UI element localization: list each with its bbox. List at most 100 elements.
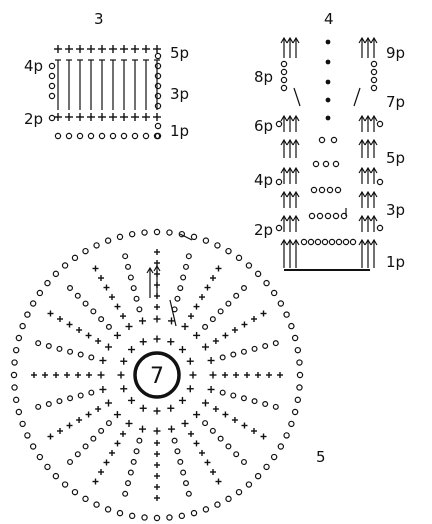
pole-arrow-head — [292, 190, 300, 198]
chain-stitch — [154, 82, 162, 90]
chain-stitch — [275, 120, 283, 128]
chain-stitch — [44, 279, 51, 287]
chain-stitch — [202, 420, 209, 427]
chain-stitch — [48, 72, 56, 80]
chain-stitch — [48, 62, 56, 70]
chain-stitch — [202, 323, 209, 330]
pole-arrow — [286, 214, 294, 232]
pole-arrow-head — [370, 214, 378, 222]
single-crochet — [154, 484, 160, 490]
double-crochet — [99, 59, 105, 110]
single-crochet — [66, 321, 73, 328]
chain-stitch — [190, 233, 198, 241]
chain-stitch — [48, 82, 56, 90]
chain-stitch — [154, 102, 162, 110]
single-crochet — [139, 317, 147, 325]
pole-arrow — [292, 190, 300, 208]
chain-stitch — [214, 501, 221, 508]
single-crochet — [92, 478, 99, 485]
single-crochet — [53, 372, 59, 378]
chain-stitch — [174, 295, 181, 302]
single-crochet — [154, 451, 160, 457]
pole-arrow-head — [358, 238, 366, 246]
chain-stitch — [230, 392, 237, 399]
single-crochet — [241, 422, 248, 429]
single-crochet — [153, 407, 161, 415]
single-crochet — [210, 468, 216, 475]
chain-stitch — [233, 451, 240, 458]
single-crochet — [131, 45, 139, 53]
chain-stitch — [291, 334, 299, 342]
chain-stitch — [294, 346, 302, 354]
chain-stitch — [130, 285, 137, 292]
figure-3-label-2p: 2р — [24, 110, 43, 128]
single-crochet — [64, 372, 70, 378]
chain-stitch — [225, 443, 232, 450]
chain-stitch — [225, 300, 232, 307]
chain-stitch — [128, 230, 136, 238]
chain-stitch — [209, 427, 216, 434]
single-crochet — [186, 385, 194, 393]
chain-stitch — [154, 62, 162, 70]
figure-5-number: 5 — [316, 448, 326, 466]
chain-stitch — [35, 403, 42, 410]
chain-stitch — [275, 224, 283, 232]
chain-stitch — [45, 343, 52, 350]
single-crochet — [250, 428, 257, 434]
double-crochet — [66, 59, 72, 110]
double-crochet — [121, 59, 127, 110]
single-crochet — [31, 372, 37, 378]
chain-stitch — [71, 254, 79, 262]
pole-arrow-head — [364, 214, 372, 222]
chain-stitch — [154, 122, 162, 130]
single-crochet — [193, 440, 200, 447]
single-crochet — [76, 113, 84, 121]
chain-stitch — [275, 178, 283, 186]
single-crochet — [222, 332, 229, 339]
chain-stitch — [263, 463, 270, 471]
chain-stitch — [177, 285, 184, 292]
pole-arrow — [364, 138, 372, 158]
figure-4-label-6p: 6р — [254, 117, 273, 135]
single-crochet — [167, 425, 175, 433]
chain-stitch — [277, 300, 285, 307]
chain-stitch — [219, 389, 226, 396]
pole-arrow-head — [358, 138, 366, 146]
chain-stitch — [334, 186, 342, 194]
chain-stitch — [109, 132, 117, 140]
chain-stitch — [283, 311, 290, 318]
pole-arrow — [292, 36, 300, 58]
single-crochet — [139, 404, 147, 412]
chain-stitch — [308, 212, 316, 220]
chain-stitch — [171, 437, 178, 444]
single-crochet — [154, 495, 160, 501]
chain-stitch — [270, 453, 278, 461]
chain-stitch — [296, 371, 304, 379]
pole-arrow — [370, 190, 378, 208]
pole-arrow — [286, 166, 294, 184]
chain-stitch — [136, 306, 143, 313]
single-crochet — [42, 372, 48, 378]
single-crochet — [65, 113, 73, 121]
single-crochet — [117, 371, 125, 379]
chain-stitch — [225, 247, 232, 255]
single-crochet — [76, 417, 83, 423]
chain-stitch — [36, 453, 44, 461]
single-crochet — [193, 411, 201, 419]
chain-stitch — [90, 435, 97, 442]
chain-stitch — [77, 392, 84, 399]
chain-stitch — [240, 458, 247, 465]
single-crochet — [114, 303, 121, 310]
double-crochet — [154, 59, 160, 110]
start-arrow — [169, 299, 177, 327]
chain-stitch — [240, 285, 247, 292]
pole-arrow-head — [286, 190, 294, 198]
single-crochet — [154, 440, 160, 446]
chain-stitch — [52, 472, 60, 480]
pole-arrow — [370, 214, 378, 232]
chain-stitch — [318, 136, 326, 144]
chain-stitch — [24, 432, 31, 439]
chain-stitch — [141, 229, 148, 236]
single-crochet — [186, 357, 194, 365]
